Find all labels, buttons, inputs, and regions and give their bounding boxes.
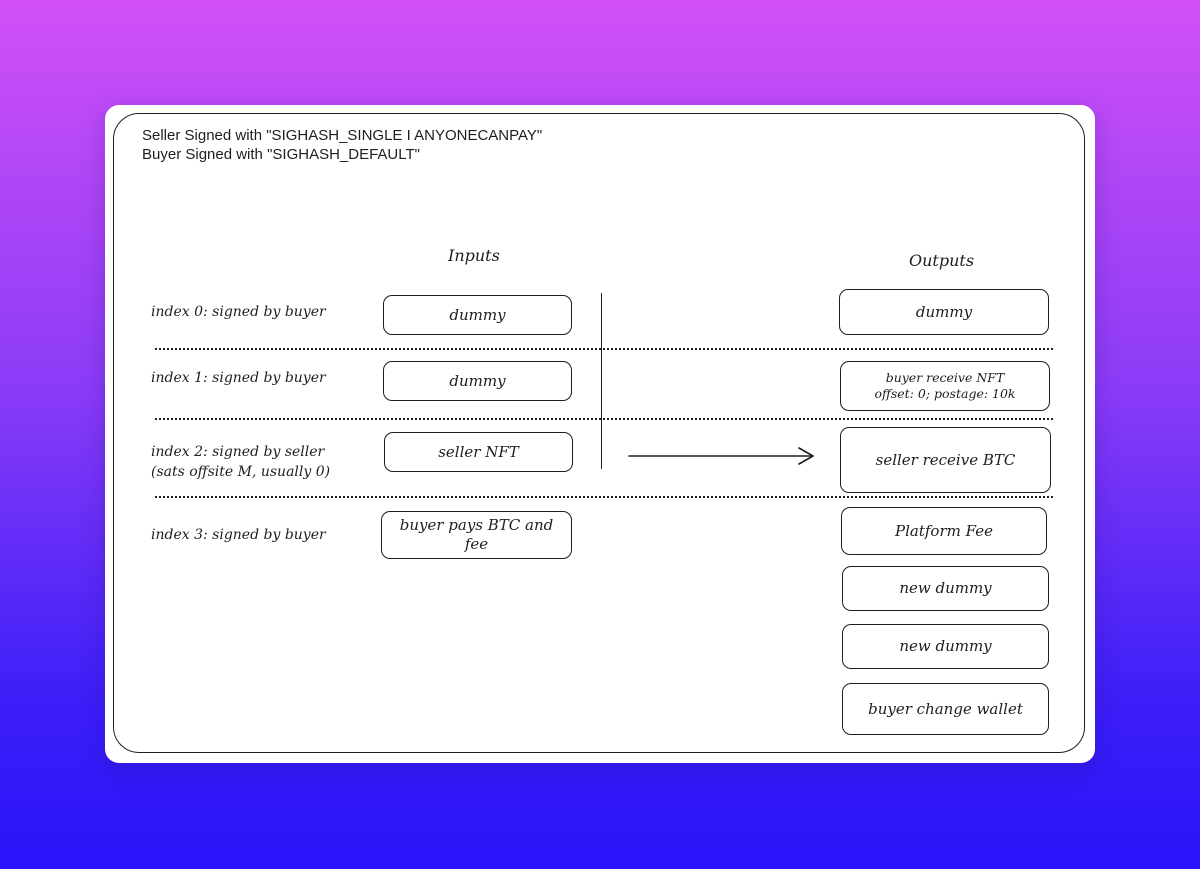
outputs-column-title: Outputs <box>909 251 975 270</box>
output-box-6: buyer change wallet <box>842 683 1049 735</box>
seller-sighash-note: Seller Signed with "SIGHASH_SINGLE I ANY… <box>142 127 543 144</box>
output-box-5: new dummy <box>842 624 1049 669</box>
arrow-icon <box>628 447 814 465</box>
input-box-1: dummy <box>383 361 572 401</box>
output-box-0-text: dummy <box>915 302 973 321</box>
output-box-1-line1: buyer receive NFT <box>885 370 1005 385</box>
output-box-3-text: Platform Fee <box>895 521 993 540</box>
output-box-4-text: new dummy <box>899 579 992 597</box>
row-separator-1 <box>155 348 1053 350</box>
input-box-1-text: dummy <box>449 371 506 390</box>
row-label-index-2-line1: index 2: signed by seller <box>151 444 325 460</box>
row-label-index-2: index 2: signed by seller (sats offsite … <box>151 442 330 482</box>
row-label-index-2-line2: (sats offsite M, usually 0) <box>151 464 331 480</box>
output-box-4: new dummy <box>842 566 1049 611</box>
input-box-3-line2: fee <box>464 535 489 553</box>
output-box-2-text: seller receive BTC <box>875 450 1016 469</box>
input-box-0-text: dummy <box>449 305 506 324</box>
output-box-5-text: new dummy <box>899 637 992 655</box>
input-box-2-text: seller NFT <box>438 442 519 461</box>
buyer-sighash-note: Buyer Signed with "SIGHASH_DEFAULT" <box>142 146 420 163</box>
row-separator-3 <box>155 496 1053 498</box>
output-box-1: buyer receive NFT offset: 0; postage: 10… <box>840 361 1050 411</box>
inputs-column-title: Inputs <box>448 246 500 265</box>
row-separator-2 <box>155 418 1053 420</box>
input-box-2: seller NFT <box>384 432 573 472</box>
output-box-6-text: buyer change wallet <box>868 699 1023 718</box>
diagram-frame <box>113 113 1085 753</box>
row-label-index-0: index 0: signed by buyer <box>151 304 326 320</box>
output-box-1-line2: offset: 0; postage: 10k <box>874 386 1016 401</box>
output-box-2: seller receive BTC <box>840 427 1051 493</box>
inputs-outputs-divider <box>601 293 602 469</box>
input-box-3: buyer pays BTC and fee <box>381 511 572 559</box>
output-box-3: Platform Fee <box>841 507 1047 555</box>
input-box-0: dummy <box>383 295 572 335</box>
diagram-card: Seller Signed with "SIGHASH_SINGLE I ANY… <box>105 105 1095 763</box>
row-label-index-1: index 1: signed by buyer <box>151 370 326 386</box>
input-box-3-line1: buyer pays BTC and <box>399 516 554 534</box>
row-label-index-3: index 3: signed by buyer <box>151 527 326 543</box>
output-box-0: dummy <box>839 289 1049 335</box>
